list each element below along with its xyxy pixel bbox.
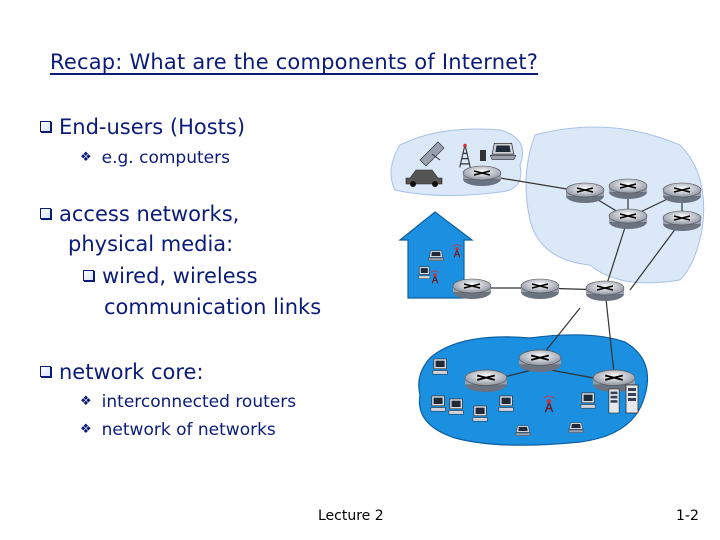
pc-icon <box>448 398 464 415</box>
server-icon <box>608 388 620 414</box>
pc-icon <box>418 266 431 279</box>
footer-lecture: Lecture 2 <box>318 508 384 524</box>
router-icon <box>518 349 562 373</box>
square-bullet-icon <box>40 366 51 377</box>
isp-network-cloud <box>525 126 705 284</box>
arrow-bullet-icon: ❖ <box>80 394 92 409</box>
router-icon <box>585 280 625 302</box>
laptop-icon <box>568 422 584 433</box>
bullet-network-of-networks: ❖ network of networks <box>80 420 276 440</box>
square-bullet-icon <box>40 121 51 132</box>
bullet-end-users-text: End-users (Hosts) <box>59 115 246 139</box>
square-bullet-icon <box>83 270 94 281</box>
laptop-icon <box>490 142 516 161</box>
pc-icon <box>430 395 446 412</box>
square-bullet-icon <box>40 208 51 219</box>
router-icon <box>565 182 605 204</box>
pc-icon <box>580 392 596 409</box>
laptop-icon <box>515 425 531 436</box>
router-icon <box>464 369 508 393</box>
bullet-wired: wired, wireless <box>83 264 258 288</box>
arrow-bullet-icon: ❖ <box>80 150 92 165</box>
bullet-computers: ❖ e.g. computers <box>80 148 230 168</box>
bullet-end-users: End-users (Hosts) <box>40 115 245 139</box>
router-icon <box>452 278 492 300</box>
satellite-icon <box>419 141 445 167</box>
router-icon <box>608 178 648 200</box>
bullet-access-line2: physical media: <box>68 232 234 256</box>
bullet-wired-line1: wired, wireless <box>102 264 258 288</box>
pc-icon <box>498 395 514 412</box>
router-icon <box>608 208 648 230</box>
bullet-wired-line2: communication links <box>104 295 322 319</box>
bullet-computers-text: e.g. computers <box>101 148 230 168</box>
internet-diagram <box>390 126 705 446</box>
router-icon <box>520 278 560 300</box>
router-icon <box>662 182 702 204</box>
bullet-access-networks: access networks, <box>40 202 239 226</box>
bullet-networks-text: network of networks <box>101 420 276 440</box>
phone-icon <box>480 150 486 161</box>
bullet-access-line1: access networks, <box>59 202 240 226</box>
bullet-routers-text: interconnected routers <box>101 392 297 412</box>
bullet-core-text: network core: <box>59 360 204 384</box>
server-icon <box>625 384 639 414</box>
router-icon <box>662 210 702 232</box>
slide-title: Recap: What are the components of Intern… <box>50 50 539 74</box>
router-icon <box>462 165 502 187</box>
pc-icon <box>432 358 448 375</box>
footer-page-number: 1-2 <box>676 508 699 524</box>
laptop-icon <box>428 250 444 261</box>
arrow-bullet-icon: ❖ <box>80 422 92 437</box>
bullet-network-core: network core: <box>40 360 204 384</box>
bullet-routers: ❖ interconnected routers <box>80 392 296 412</box>
car-icon <box>405 169 443 187</box>
pc-icon <box>472 405 488 422</box>
